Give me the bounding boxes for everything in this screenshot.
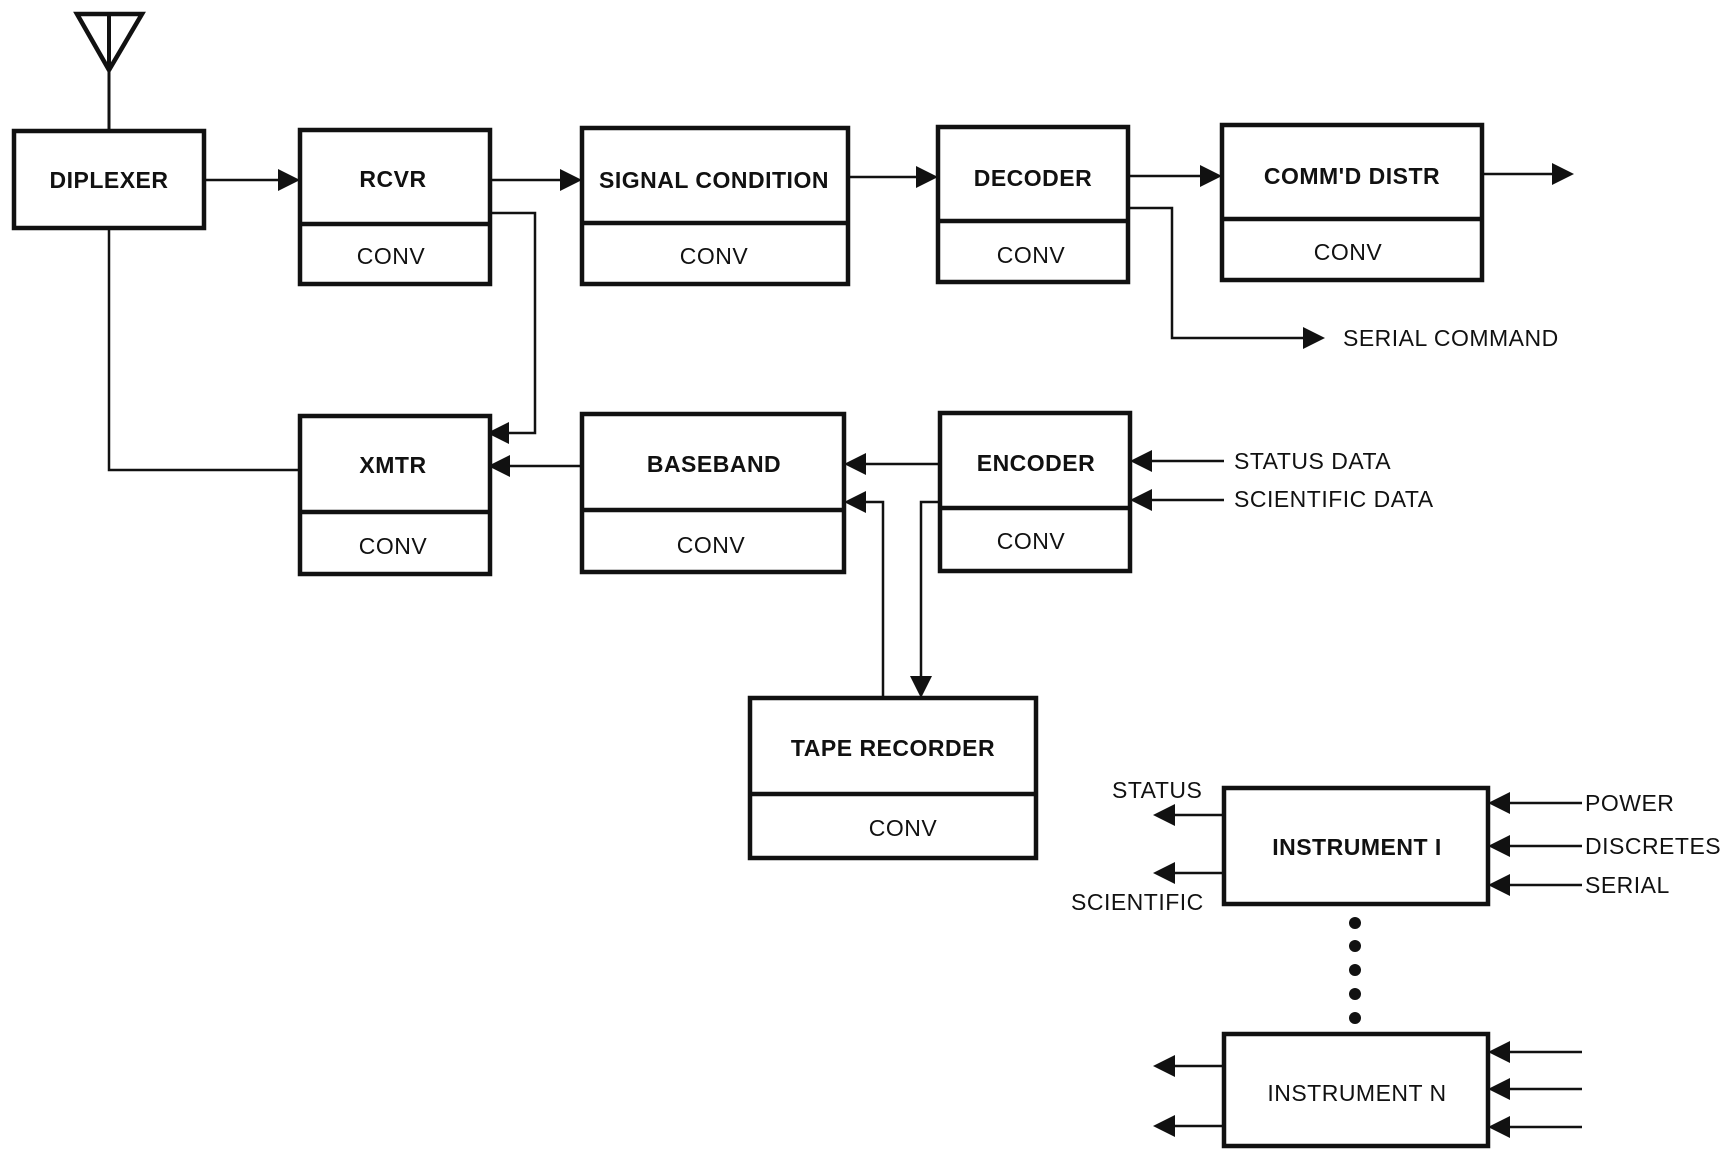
arrow-tape-to-baseband bbox=[844, 491, 866, 513]
decoder-conv-label: CONV bbox=[997, 242, 1066, 268]
xmtr-block: XMTR CONV bbox=[297, 413, 493, 577]
arrow-instrumentn-in-1 bbox=[1488, 1041, 1510, 1063]
arrow-rcvr-to-signal bbox=[560, 169, 582, 191]
rcvr-block: RCVR CONV bbox=[297, 127, 493, 287]
status-data-label: STATUS DATA bbox=[1234, 448, 1391, 474]
serial-label: SERIAL bbox=[1585, 872, 1670, 898]
baseband-block: BASEBAND CONV bbox=[579, 411, 847, 575]
arrow-rcvr-to-xmtr bbox=[487, 422, 509, 444]
ellipsis-dots bbox=[1349, 917, 1361, 1024]
status-label: STATUS bbox=[1112, 777, 1202, 803]
arrow-commd-out bbox=[1552, 163, 1574, 185]
tape-recorder-conv-label: CONV bbox=[869, 815, 938, 841]
arrow-serial bbox=[1488, 874, 1510, 896]
encoder-block: ENCODER CONV bbox=[937, 410, 1133, 574]
decoder-block: DECODER CONV bbox=[935, 124, 1131, 285]
encoder-conv-label: CONV bbox=[997, 528, 1066, 554]
baseband-label: BASEBAND bbox=[647, 451, 781, 477]
instrument-n-block: INSTRUMENT N bbox=[1221, 1031, 1491, 1149]
diplexer-label: DIPLEXER bbox=[49, 167, 168, 193]
arrow-instrument1-scientific bbox=[1153, 862, 1175, 884]
arrow-serial-command bbox=[1303, 327, 1325, 349]
decoder-label: DECODER bbox=[974, 165, 1093, 191]
connections bbox=[107, 163, 1582, 1138]
arrow-status-data bbox=[1130, 450, 1152, 472]
arrow-instrumentn-out-2 bbox=[1153, 1115, 1175, 1137]
discretes-label: DISCRETES bbox=[1585, 833, 1721, 859]
xmtr-label: XMTR bbox=[359, 452, 426, 478]
tape-recorder-label: TAPE RECORDER bbox=[791, 735, 995, 761]
arrow-encoder-to-baseband bbox=[844, 453, 866, 475]
serial-command-label: SERIAL COMMAND bbox=[1343, 325, 1559, 351]
rcvr-conv-label: CONV bbox=[357, 243, 426, 269]
arrow-instrumentn-in-3 bbox=[1488, 1116, 1510, 1138]
signal-condition-block: SIGNAL CONDITION CONV bbox=[579, 125, 851, 287]
arrow-instrumentn-in-2 bbox=[1488, 1078, 1510, 1100]
antenna-icon bbox=[73, 11, 146, 130]
instrument-1-label: INSTRUMENT I bbox=[1272, 834, 1442, 860]
commd-distr-conv-label: CONV bbox=[1314, 239, 1383, 265]
signal-condition-conv-label: CONV bbox=[680, 243, 749, 269]
diplexer-block: DIPLEXER bbox=[11, 128, 207, 231]
arrow-power bbox=[1488, 792, 1510, 814]
scientific-label: SCIENTIFIC bbox=[1071, 889, 1204, 915]
power-label: POWER bbox=[1585, 790, 1674, 816]
instrument-1-block: INSTRUMENT I bbox=[1221, 785, 1491, 907]
instrument-n-label: INSTRUMENT N bbox=[1267, 1080, 1446, 1106]
scientific-data-label: SCIENTIFIC DATA bbox=[1234, 486, 1434, 512]
arrow-encoder-to-tape bbox=[910, 676, 932, 698]
commd-distr-label: COMM'D DISTR bbox=[1264, 163, 1440, 189]
arrow-decoder-to-commd bbox=[1200, 165, 1222, 187]
commd-distr-block: COMM'D DISTR CONV bbox=[1219, 122, 1485, 283]
encoder-label: ENCODER bbox=[977, 450, 1096, 476]
arrow-instrumentn-out-1 bbox=[1153, 1055, 1175, 1077]
arrow-diplexer-to-rcvr bbox=[278, 169, 300, 191]
arrow-instrument1-status bbox=[1153, 804, 1175, 826]
arrow-signal-to-decoder bbox=[916, 166, 938, 188]
arrow-baseband-to-xmtr bbox=[488, 455, 510, 477]
arrow-scientific-data bbox=[1130, 489, 1152, 511]
rcvr-label: RCVR bbox=[359, 166, 426, 192]
baseband-conv-label: CONV bbox=[677, 532, 746, 558]
arrow-discretes bbox=[1488, 835, 1510, 857]
tape-recorder-block: TAPE RECORDER CONV bbox=[747, 695, 1039, 861]
xmtr-conv-label: CONV bbox=[359, 533, 428, 559]
signal-condition-label: SIGNAL CONDITION bbox=[599, 167, 829, 193]
